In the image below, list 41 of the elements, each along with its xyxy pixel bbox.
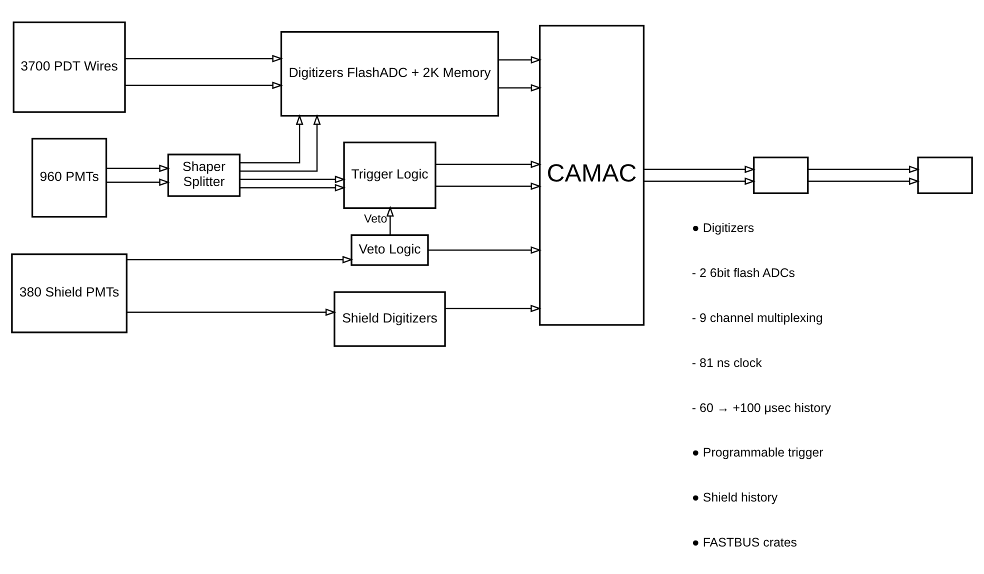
arrow [498, 84, 542, 92]
node-box: 960 PMTs [31, 137, 108, 218]
node-box: Shield Digitizers [334, 290, 446, 346]
arrow [106, 164, 170, 172]
arrow [240, 114, 304, 163]
node-box: Digitizers FlashADC + 2K Memory [280, 30, 500, 116]
label: ● FASTBUS crates [692, 534, 798, 549]
node-box [753, 156, 809, 194]
node-box: 380 Shield PMTs [11, 252, 128, 333]
arrow [445, 304, 542, 312]
arrow [436, 182, 542, 190]
edge-label: Veto [364, 212, 388, 225]
arrow [240, 175, 346, 183]
label: - 60 → +100 μsec history [692, 400, 831, 414]
arrow [125, 81, 284, 89]
label: - 81 ns clock [692, 355, 762, 370]
node-box: Shaper Splitter [167, 153, 241, 196]
label: ● Digitizers [692, 220, 754, 235]
arrow [808, 165, 920, 173]
node-box: Trigger Logic [343, 141, 436, 208]
label: ● Shield history [692, 490, 778, 504]
arrow [436, 160, 542, 168]
node-box [917, 156, 973, 194]
node-box: CAMAC [538, 24, 645, 326]
arrow [126, 308, 336, 316]
arrow [644, 176, 756, 185]
arrow [386, 205, 394, 235]
arrow [808, 176, 920, 185]
label: - 9 channel multiplexing [692, 310, 823, 324]
arrow [125, 54, 284, 62]
arrow [498, 56, 542, 64]
node-box: Veto Logic [350, 234, 429, 266]
label: ● Programmable trigger [692, 445, 824, 460]
arrow [240, 114, 321, 172]
arrow [428, 246, 542, 254]
arrow [240, 183, 346, 192]
arrow [106, 178, 170, 186]
arrow [126, 255, 354, 263]
arrow [644, 165, 756, 173]
label: - 2 6bit flash ADCs [692, 266, 796, 280]
node-box: 3700 PDT Wires [12, 21, 126, 112]
